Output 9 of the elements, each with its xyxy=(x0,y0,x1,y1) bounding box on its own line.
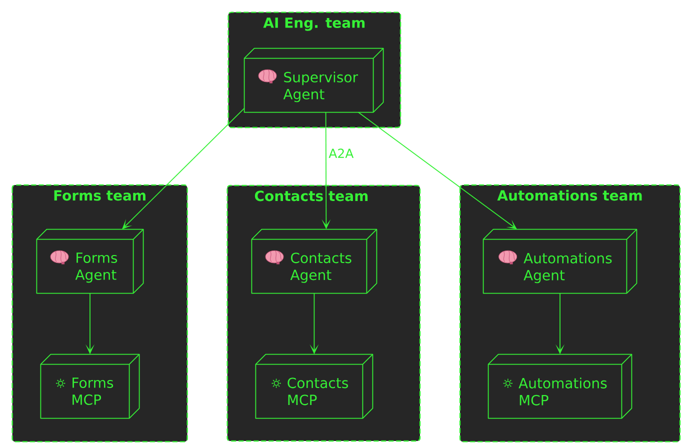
edge-label: A2A xyxy=(328,148,355,159)
node-box: Automations MCP xyxy=(488,354,632,419)
arrow xyxy=(358,112,517,230)
node-box: Forms MCP xyxy=(40,354,140,419)
node-box: Contacts MCP xyxy=(255,354,374,419)
node-box: Contacts Agent xyxy=(251,228,378,294)
node-box: Supervisor Agent xyxy=(244,48,384,113)
node-box: Automations Agent xyxy=(482,228,638,294)
node-box: Forms Agent xyxy=(36,228,144,294)
